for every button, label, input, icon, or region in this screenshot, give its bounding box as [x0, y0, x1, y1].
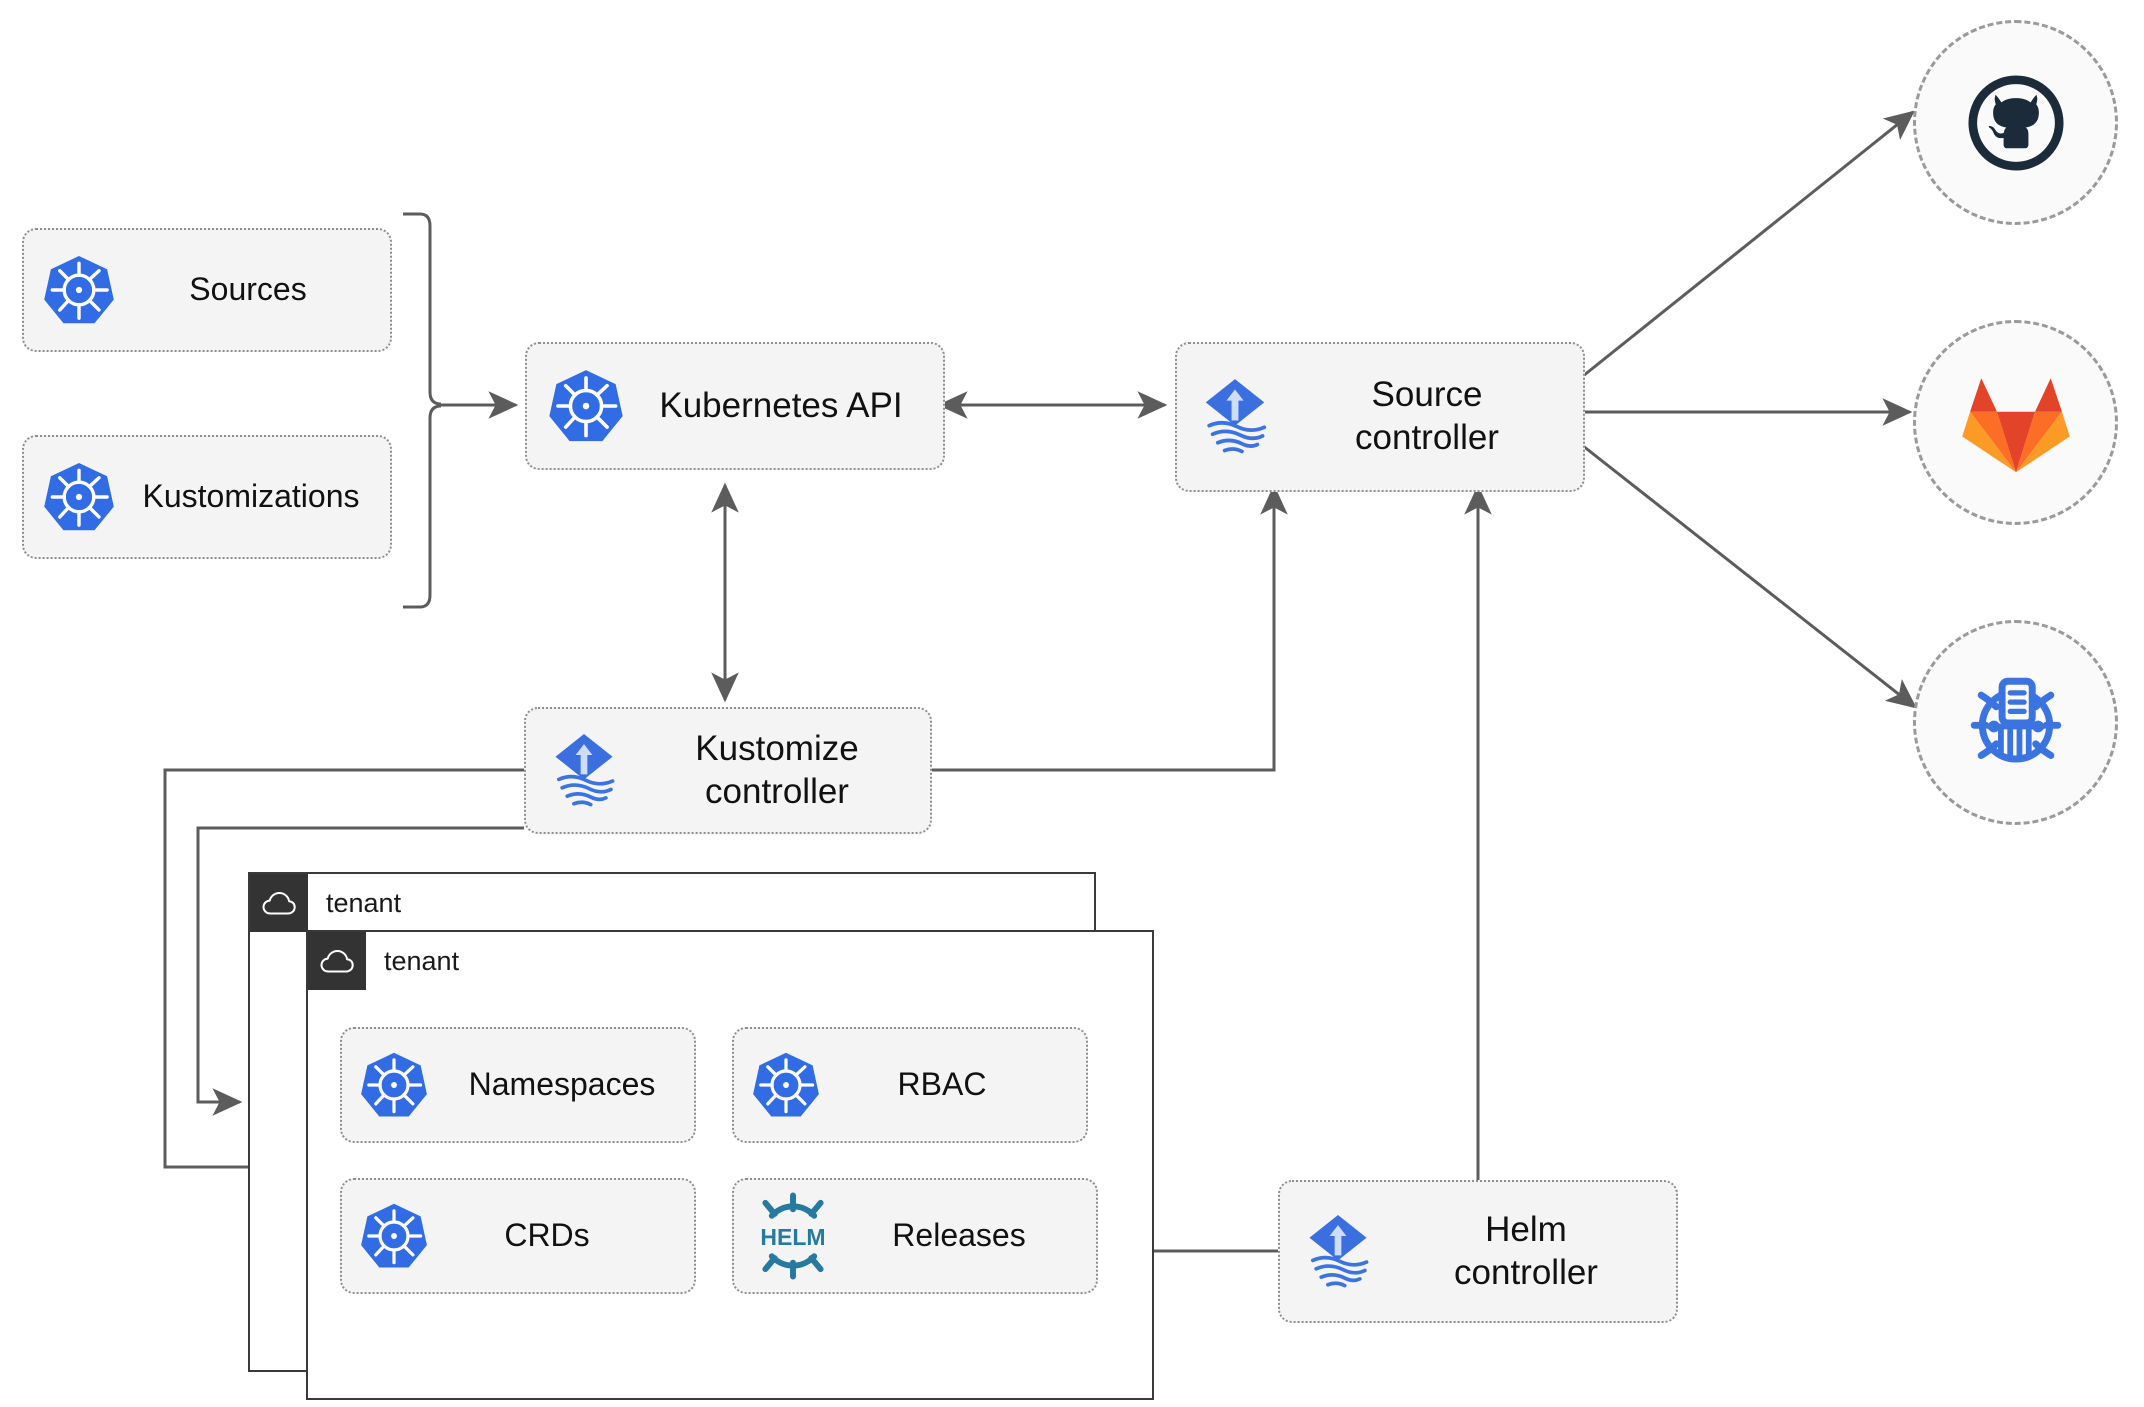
flux-icon [1280, 1210, 1396, 1294]
tenant-label: tenant [384, 945, 460, 976]
flux-icon [1177, 374, 1293, 460]
node-namespaces[interactable]: Namespaces [340, 1027, 696, 1143]
node-label: RBAC [897, 1066, 987, 1103]
node-label: Helm controller [1454, 1209, 1598, 1292]
kubernetes-icon [24, 253, 134, 327]
node-label: Source controller [1355, 375, 1499, 457]
kubernetes-icon [734, 1050, 838, 1120]
bracket-lower [403, 404, 442, 609]
node-sources[interactable]: Sources [22, 228, 392, 352]
node-label: Kustomizations [142, 478, 360, 515]
provider-helm-repository[interactable] [1913, 620, 2118, 825]
node-label: Kustomize controller [695, 728, 859, 811]
gitlab-icon [1961, 377, 2070, 472]
node-kubernetes-api[interactable]: Kubernetes API [525, 342, 945, 470]
arrow-sourcecontroller-to-helmrepo [1577, 440, 1917, 709]
github-icon [1967, 74, 2064, 171]
helm-icon: HELM [734, 1190, 852, 1282]
flux-icon [526, 729, 642, 813]
cloud-icon [250, 874, 308, 932]
node-label: CRDs [504, 1217, 590, 1254]
arrow-kustomizecontroller-to-sourcecontroller [932, 484, 1288, 772]
arrow-sourcecontroller-to-github [1577, 110, 1915, 382]
provider-gitlab[interactable] [1913, 320, 2118, 525]
node-helm-controller[interactable]: Helm controller [1278, 1180, 1678, 1323]
node-label: Releases [892, 1217, 1026, 1254]
node-rbac[interactable]: RBAC [732, 1027, 1088, 1143]
node-label: Kubernetes API [659, 385, 903, 425]
svg-text:HELM: HELM [760, 1224, 825, 1250]
helm-chart-repository-icon [1970, 677, 2061, 762]
provider-github[interactable] [1913, 20, 2118, 225]
tenant-panel-inner[interactable]: tenant [306, 930, 1154, 1400]
tenant-header: tenant [308, 932, 459, 990]
kubernetes-icon [342, 1201, 446, 1271]
kubernetes-icon [527, 367, 645, 445]
tenant-label: tenant [326, 887, 402, 918]
node-kustomizations[interactable]: Kustomizations [22, 435, 392, 559]
kubernetes-icon [342, 1050, 446, 1120]
tenant-header: tenant [250, 874, 401, 932]
node-label: Sources [189, 271, 307, 308]
node-crds[interactable]: CRDs [340, 1178, 696, 1294]
node-kustomize-controller[interactable]: Kustomize controller [524, 707, 932, 834]
cloud-icon [308, 932, 366, 990]
kubernetes-icon [24, 460, 134, 534]
node-source-controller[interactable]: Source controller [1175, 342, 1585, 492]
bracket-upper [403, 212, 442, 406]
node-label: Namespaces [468, 1066, 656, 1103]
node-releases[interactable]: HELM Releases [732, 1178, 1098, 1294]
